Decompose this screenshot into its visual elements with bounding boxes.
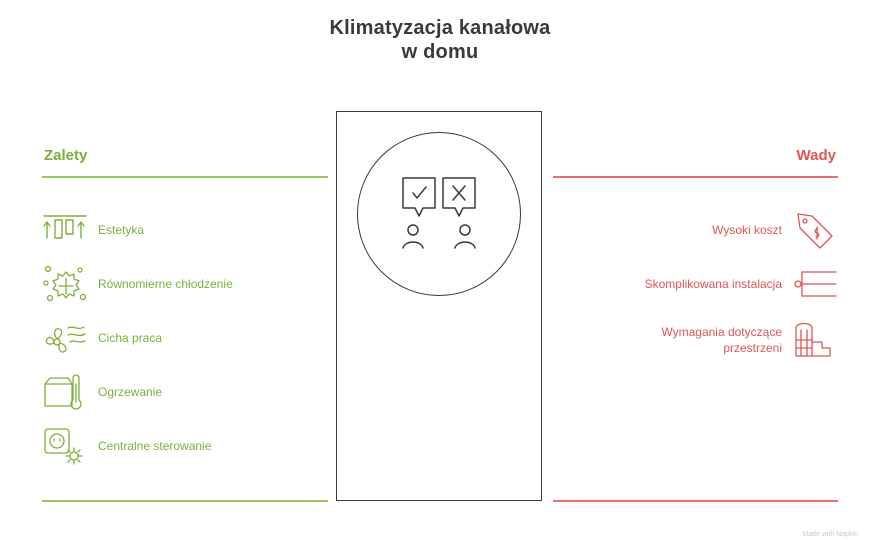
con-item-wysoki-koszt: Wysoki koszt bbox=[712, 210, 838, 250]
pros-heading: Zalety bbox=[44, 147, 88, 164]
pro-label: Ogrzewanie bbox=[98, 385, 163, 399]
pro-item-estetyka: Estetyka bbox=[42, 210, 144, 250]
con-item-wymagania-przestrzeni: Wymagania dotyczące przestrzeni bbox=[632, 320, 838, 360]
ceiling-vent-icon bbox=[42, 210, 88, 250]
con-label: Skomplikowana instalacja bbox=[644, 277, 782, 291]
cons-bottom-divider bbox=[553, 500, 838, 502]
box-thermometer-icon bbox=[42, 372, 88, 412]
title-line-2: w domu bbox=[401, 41, 479, 63]
pro-label: Cicha praca bbox=[98, 331, 163, 345]
snowflake-bubbles-icon bbox=[42, 264, 88, 304]
compare-people-icon bbox=[402, 177, 476, 249]
pro-item-cicha-praca: Cicha praca bbox=[42, 318, 162, 358]
cons-top-divider bbox=[553, 176, 838, 178]
pros-top-divider bbox=[42, 176, 328, 178]
pro-label: Centralne sterowanie bbox=[98, 439, 212, 453]
pro-label: Estetyka bbox=[98, 223, 145, 237]
center-circle bbox=[357, 132, 521, 296]
price-tag-icon bbox=[792, 210, 838, 250]
con-label: Wymagania dotyczące przestrzeni bbox=[661, 325, 782, 355]
fan-breeze-icon bbox=[42, 318, 88, 358]
building-space-icon bbox=[792, 320, 838, 360]
pro-item-centralne-sterowanie: Centralne sterowanie bbox=[42, 426, 211, 466]
con-label: Wysoki koszt bbox=[712, 223, 782, 237]
title-line-1: Klimatyzacja kanałowa bbox=[329, 17, 551, 39]
cons-heading: Wady bbox=[796, 147, 836, 164]
pro-item-ogrzewanie: Ogrzewanie bbox=[42, 372, 162, 412]
pipes-icon bbox=[792, 264, 838, 304]
pro-item-rownomierne-chlodzenie: Równomierne chłodzenie bbox=[42, 264, 233, 304]
page-title: Klimatyzacja kanałowa w domu bbox=[0, 16, 880, 64]
pro-label: Równomierne chłodzenie bbox=[98, 277, 233, 291]
pros-bottom-divider bbox=[42, 500, 328, 502]
outlet-gear-icon bbox=[42, 426, 88, 466]
center-panel bbox=[336, 111, 542, 501]
watermark: Made with Napkin bbox=[802, 531, 858, 538]
con-item-skomplikowana-instalacja: Skomplikowana instalacja bbox=[645, 264, 838, 304]
